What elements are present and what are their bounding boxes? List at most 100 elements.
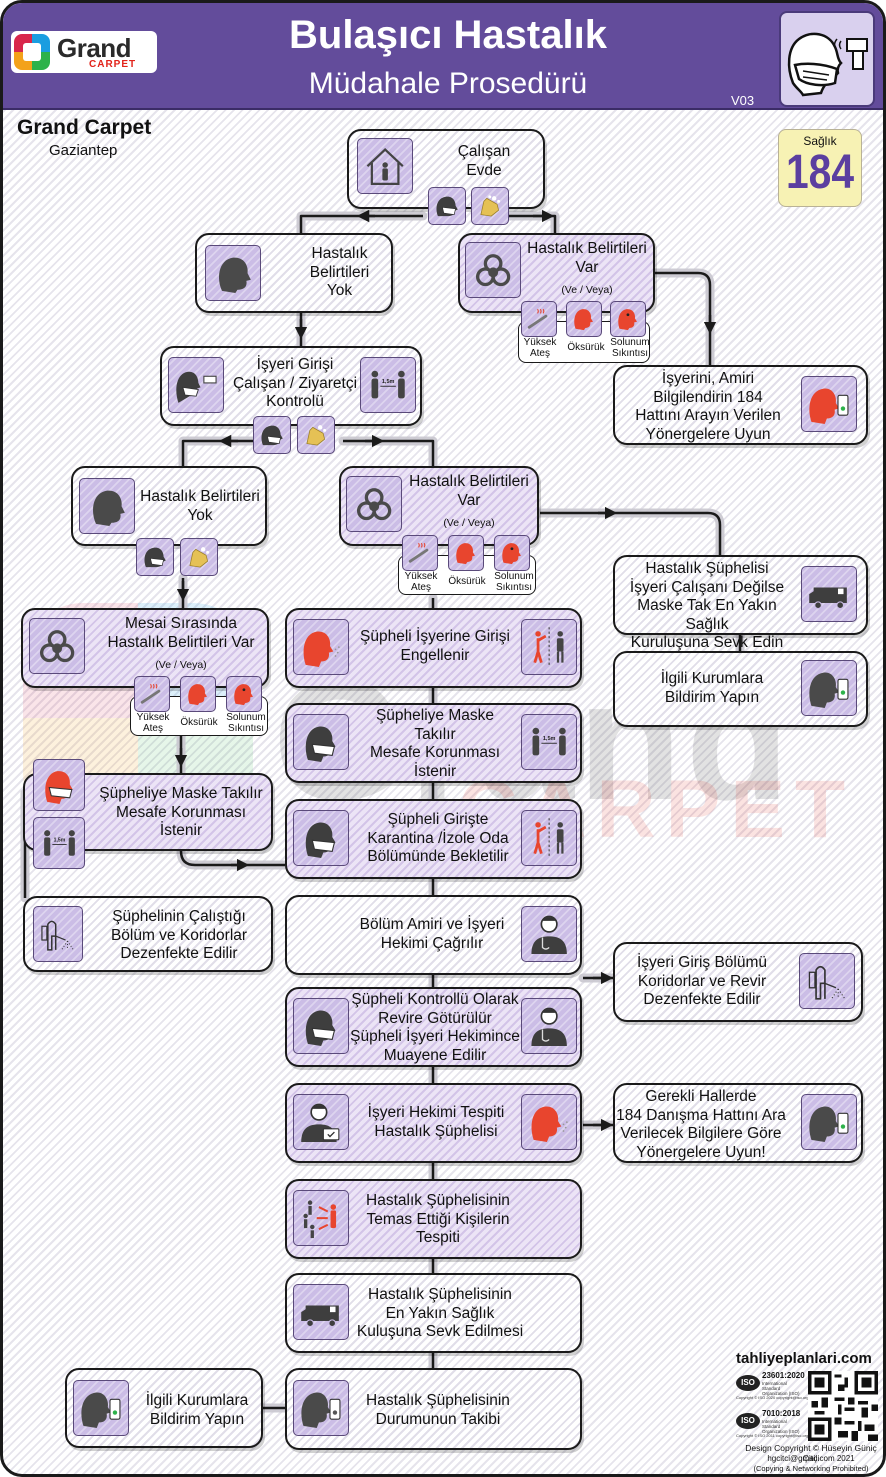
version-label: V03	[731, 93, 755, 108]
node-line: Bölüm ve Koridorlar	[110, 926, 248, 944]
node-notify-authorities-bottom: İlgili Kurumlara Bildirim Yapın	[65, 1368, 263, 1448]
symptom-label: Solunum	[494, 571, 534, 582]
node-line: Bölümünde Bekletilir	[367, 848, 509, 865]
masked-face-red-icon	[33, 759, 85, 811]
node-line: Hastalık Belirtileri	[140, 488, 260, 505]
node-line: Koridorlar ve Revir	[637, 972, 767, 990]
hand-washing-icon	[471, 187, 509, 225]
node-line: Temas Ettiği Kişilerin	[366, 1210, 510, 1228]
person-phone-icon	[73, 1380, 129, 1436]
iso-org: International Standard Organization (ISO…	[762, 1381, 800, 1396]
node-line: Hastalık Şüphelisinin	[366, 1392, 510, 1409]
hotline-number: 184	[785, 146, 855, 199]
node-line: İşyerini, Amiri	[661, 370, 755, 387]
biohazard-icon	[346, 476, 402, 532]
node-line: Yönergelere Uyun!	[636, 1143, 766, 1161]
node-line: Mesafe Korunması	[115, 803, 247, 821]
symptom-label: Öksürük	[180, 717, 218, 728]
temperature-check-icon	[168, 357, 224, 413]
node-line: Durumunun Takibi	[375, 1410, 501, 1428]
symptom-label: Yüksek	[136, 712, 170, 723]
iso-number: 23601:2020	[762, 1371, 805, 1380]
and-or-note: (Ve / Veya)	[561, 284, 613, 296]
node-line: Tespiti	[416, 1229, 460, 1246]
hand-washing-icon	[297, 416, 335, 454]
node-disinfect-department: Şüphelinin Çalıştığı Bölüm ve Koridorlar…	[23, 896, 273, 972]
node-line: İşyeri Hekimi Tespiti	[367, 1104, 505, 1121]
node-line: Şüphelinin Çalıştığı	[112, 908, 246, 925]
masked-face-icon	[293, 998, 349, 1054]
node-line: Hastalık Şüphelisinin	[366, 1192, 510, 1209]
social-distance-icon: 1,5m	[521, 714, 577, 770]
symptom-label: Öksürük	[448, 576, 486, 587]
person-phone-icon	[293, 1380, 349, 1436]
node-line: Bölüm Amiri ve İşyeri	[359, 916, 505, 933]
node-line: Şüpheli Kontrollü Olarak	[351, 991, 519, 1008]
ambulance-icon	[293, 1284, 349, 1340]
footer-website: tahliyeplanlari.com	[736, 1350, 872, 1367]
health-hotline-badge: Sağlık 184	[778, 129, 862, 207]
node-line: Dezenfekte Edilir	[643, 991, 761, 1008]
node-line: Gerekli Hallerde	[645, 1088, 757, 1105]
qr-code-icon	[808, 1371, 878, 1441]
node-line: Çalışan / Ziyaretçi	[232, 374, 358, 392]
node-line: Karantina /İzole Oda	[367, 829, 509, 847]
coughing-head-icon	[180, 676, 216, 712]
node-line: Mesafe Korunması	[369, 744, 501, 761]
coughing-head-icon	[521, 1094, 577, 1150]
node-line: Kuruluşuna Sevk Edin	[630, 634, 784, 651]
disinfection-sprayer-icon	[33, 906, 83, 962]
symptom-label: Solunum	[226, 712, 266, 723]
node-line: Hastalık Şüphelisi	[645, 560, 769, 577]
node-line: İşyeri Giriş Bölümü	[636, 954, 768, 971]
biohazard-icon	[465, 242, 521, 298]
node-entry-blocked: Şüpheli İşyerine Girişi Engellenir	[285, 608, 582, 688]
copy-notice: (Copying & Networking Prohibited)	[753, 1464, 869, 1473]
header-bar: Grand CARPET Bulaşıcı Hastalık Müdahale …	[3, 3, 883, 110]
node-line: Evde	[466, 161, 502, 179]
node-line: Şüpheli İşyeri Hekimince	[350, 1028, 520, 1045]
node-line: Hastalık Şüphelisinin	[368, 1286, 512, 1303]
masked-face-icon	[428, 187, 466, 225]
page-subtitle: Müdahale Prosedürü	[308, 67, 588, 100]
node-line: Dezenfekte Edilir	[120, 945, 238, 962]
symptom-label: Sıkıntısı	[611, 347, 649, 359]
entry-stop-icon	[521, 810, 577, 866]
distance-label: 1,5m	[53, 837, 65, 843]
contact-tracing-icon	[293, 1190, 349, 1246]
ambulance-icon	[801, 566, 857, 622]
person-phone-call-icon	[801, 376, 857, 432]
node-no-symptoms-entry: Hastalık Belirtileri Yok	[71, 466, 267, 546]
iso-number: 7010:2018	[762, 1409, 801, 1418]
thermometer-fever-icon	[402, 535, 438, 571]
person-head-icon	[79, 478, 135, 534]
distance-label: 1,5m	[543, 736, 556, 742]
node-line: Hastalık Belirtileri Var	[107, 633, 255, 651]
symptom-label: Solunum	[610, 337, 650, 348]
thermometer-fever-icon	[521, 301, 557, 337]
node-line: Takılır	[414, 725, 456, 743]
node-line: İşyeri Girişi	[256, 356, 334, 373]
entry-stop-icon	[521, 619, 577, 675]
masked-face-icon	[293, 810, 349, 866]
and-or-note: (Ve / Veya)	[155, 659, 207, 671]
node-line: Mesai Sırasında	[125, 615, 237, 632]
node-line: Kontrolü	[266, 393, 324, 410]
node-line: Bildirim Yapın	[149, 1410, 245, 1428]
node-line: İstenir	[413, 762, 457, 780]
node-line: Muayene Edilir	[383, 1046, 487, 1064]
design-copyright: Design Copyright © Hüseyin Güniç Çitçi	[745, 1443, 877, 1463]
node-line: İlgili Kurumlara	[145, 1392, 249, 1409]
node-symptoms-home: Hastalık Belirtileri Var (Ve / Veya)	[458, 233, 655, 313]
logo-mark-icon	[14, 34, 50, 70]
node-call-184: Gerekli Hallerde 184 Danışma Hattını Ara…	[613, 1083, 863, 1163]
symptom-label: Ateş	[529, 347, 550, 359]
person-phone-icon	[801, 1094, 857, 1150]
node-line: Verilecek Bilgilere Göre	[620, 1125, 782, 1142]
node-line: Hattını Arayın Verilen	[635, 407, 781, 424]
node-follow-up: Hastalık Şüphelisinin Durumunun Takibi	[285, 1368, 582, 1450]
social-distance-icon: 1,5m	[360, 357, 416, 413]
breathing-difficulty-icon	[226, 676, 262, 712]
node-line: Kuluşuna Sevk Edilmesi	[356, 1323, 524, 1340]
